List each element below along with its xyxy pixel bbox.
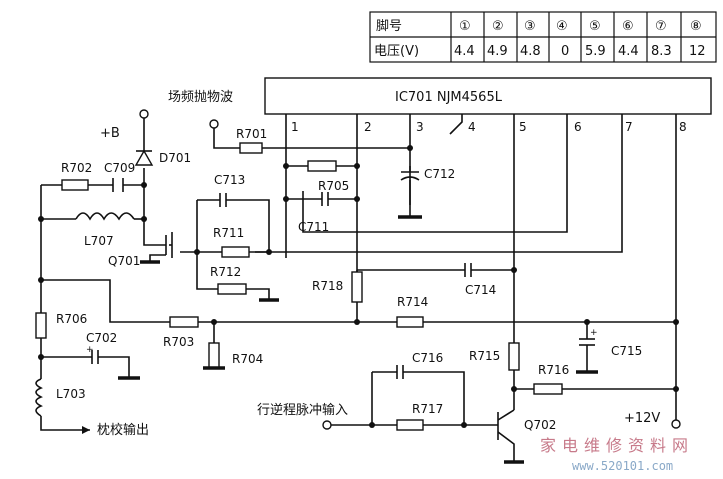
ic-pin-6: 6 [574, 120, 582, 134]
table-voltage-5: 5.9 [585, 44, 606, 59]
r705-body [307, 160, 337, 172]
label-l703: L703 [56, 387, 86, 401]
r714-body [396, 316, 424, 328]
ic-pin-2: 2 [364, 120, 372, 134]
table-voltage-4: 0 [561, 44, 569, 59]
r706-body [35, 312, 47, 339]
svg-text:+: + [86, 345, 94, 355]
label-r715: R715 [469, 349, 500, 363]
component-labels: R701 R702 C709 D701 C713 R705 C712 C711 … [56, 127, 642, 432]
junctions [38, 145, 679, 428]
signal-labels: 场频抛物波 +B 行逆程脉冲输入 枕校输出 +12V [97, 90, 660, 438]
r703-body [169, 316, 199, 328]
label-r712: R712 [210, 265, 241, 279]
table-pin-4: ④ [556, 19, 568, 34]
r704-body [208, 342, 220, 369]
r701-body [239, 142, 263, 154]
line-pulse-terminal [322, 420, 332, 430]
table-voltage-1: 4.4 [454, 44, 475, 59]
label-q702: Q702 [524, 418, 556, 432]
r711-body [221, 246, 250, 258]
table-voltage-header: 电压(V) [374, 44, 419, 59]
label-r706: R706 [56, 312, 87, 326]
label-q701: Q701 [108, 254, 140, 268]
ic701-label: IC701 NJM4565L [395, 90, 503, 105]
supply-12v-terminal [671, 419, 681, 429]
label-c711: C711 [298, 220, 329, 234]
label-c709: C709 [104, 161, 135, 175]
supply-b-label: +B [100, 126, 120, 141]
label-r716: R716 [538, 363, 569, 377]
r716-body [533, 383, 563, 395]
ic-pin-1: 1 [291, 120, 299, 134]
c712-plate-b [400, 176, 420, 181]
ic-pin-8: 8 [679, 120, 687, 134]
table-voltage-6: 4.4 [618, 44, 639, 59]
table-voltage-2: 4.9 [487, 44, 508, 59]
ground-symbols [118, 215, 598, 464]
r715-body [508, 342, 520, 371]
table-pin-7: ⑦ [655, 19, 667, 34]
table-pin-1: ① [459, 19, 471, 34]
table-voltage-8: 12 [689, 44, 706, 59]
table-pin-header: 脚号 [376, 18, 402, 34]
table-voltage-7: 8.3 [651, 44, 672, 59]
pincushion-output-label: 枕校输出 [97, 422, 149, 438]
label-c715: C715 [611, 344, 642, 358]
table-pin-3: ③ [524, 19, 536, 34]
pin-voltage-table: 脚号 电压(V) ① ② ③ ④ ⑤ ⑥ ⑦ ⑧ 4.4 4.9 4.8 0 5… [369, 11, 717, 63]
svg-text:+: + [590, 328, 598, 338]
supply-b-terminal [139, 109, 149, 119]
ic-pin-3: 3 [416, 120, 424, 134]
output-arrow-icon [82, 426, 90, 434]
label-r711: R711 [213, 226, 244, 240]
ic701: IC701 NJM4565L 1 2 3 4 5 6 7 8 [264, 77, 712, 134]
label-l707: L707 [84, 234, 114, 248]
label-r704: R704 [232, 352, 263, 366]
label-r702: R702 [61, 161, 92, 175]
label-r717: R717 [412, 402, 443, 416]
label-c714: C714 [465, 283, 496, 297]
ic-pin-5: 5 [519, 120, 527, 134]
field-parabola-label: 场频抛物波 [168, 90, 233, 105]
resistors [35, 142, 563, 431]
label-d701: D701 [159, 151, 191, 165]
watermark-site-name: 家电维修资料网 [540, 436, 694, 455]
line-pulse-label: 行逆程脉冲输入 [257, 402, 348, 418]
supply-12v-label: +12V [624, 411, 660, 426]
q701-transistor [149, 232, 173, 262]
table-voltage-3: 4.8 [520, 44, 541, 59]
label-r701: R701 [236, 127, 267, 141]
table-pin-6: ⑥ [622, 19, 634, 34]
label-r714: R714 [397, 295, 428, 309]
label-r705: R705 [318, 179, 349, 193]
r702-body [61, 179, 89, 191]
label-c716: C716 [412, 351, 443, 365]
ic-pin-4: 4 [468, 120, 476, 134]
table-pin-8: ⑧ [690, 19, 702, 34]
label-c702: C702 [86, 331, 117, 345]
label-c712: C712 [424, 167, 455, 181]
ic701-body [264, 77, 712, 115]
r717-body [396, 419, 424, 431]
r712-body [217, 283, 247, 295]
r718-body [351, 271, 363, 303]
table-pin-5: ⑤ [589, 19, 601, 34]
watermark-url: www.520101.com [572, 459, 673, 473]
l707-coil [75, 212, 135, 221]
watermark: 家电维修资料网 www.520101.com [540, 436, 694, 473]
d701-diode [134, 140, 154, 166]
label-r703: R703 [163, 335, 194, 349]
l703-coil [35, 378, 43, 417]
table-pin-2: ② [492, 19, 504, 34]
capacitors: + + [86, 166, 598, 379]
label-c713: C713 [214, 173, 245, 187]
label-r718: R718 [312, 279, 343, 293]
ic-pin-7: 7 [625, 120, 633, 134]
terminals [82, 109, 681, 434]
inductors [35, 212, 135, 417]
field-input-terminal [209, 119, 219, 129]
